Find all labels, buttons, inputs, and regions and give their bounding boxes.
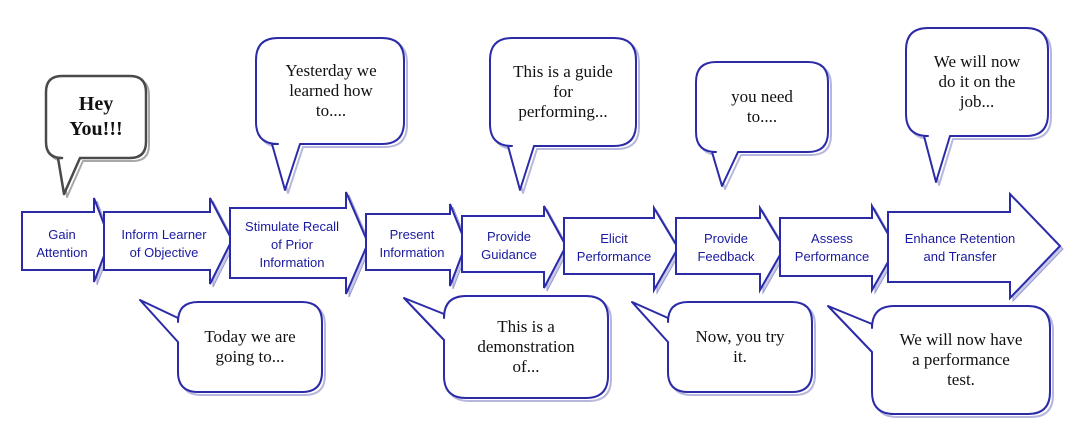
speech-bubble-hey-you (44, 74, 150, 198)
step-label-stimulate-recall: Stimulate Recall of Prior Information (245, 219, 339, 270)
step-arrow-elicit-performance (563, 204, 682, 295)
bubble-text-you-need: you need to.... (731, 87, 793, 126)
bubbles-layer (44, 27, 1054, 418)
step-arrow-outline (103, 197, 234, 285)
step-arrow-outline (365, 203, 468, 287)
step-label-provide-feedback: Provide Feedback (697, 231, 755, 264)
step-arrow-outline (461, 205, 568, 289)
speech-bubble-yesterday (255, 37, 408, 194)
step-arrow-outline (675, 204, 786, 294)
step-arrow-inform-learner (103, 197, 236, 288)
speech-bubble-outline (905, 27, 1049, 183)
arrows-layer (21, 191, 1064, 303)
step-label-provide-guidance: Provide Guidance (481, 229, 537, 262)
bubble-text-try-it: Now, you try it. (695, 327, 785, 366)
bubble-text-demonstration: This is a demonstration of... (477, 317, 575, 376)
step-arrow-outline (563, 204, 680, 294)
step-label-elicit-performance: Elicit Performance (576, 231, 652, 264)
step-label-present-information: Present Information (379, 227, 445, 260)
speech-bubble-outline (631, 301, 813, 393)
speech-bubble-outline (139, 299, 323, 393)
speech-bubble-try-it (631, 301, 816, 396)
speech-bubble-demonstration (403, 295, 612, 402)
bubble-text-performance-test: We will now have a performance test. (899, 330, 1023, 389)
speech-bubble-outline (695, 61, 829, 187)
speech-bubble-outline (44, 74, 148, 196)
speech-bubble-outline (489, 37, 637, 191)
bubble-text-hey-you: Hey You!!! (69, 93, 123, 140)
speech-bubble-guide (489, 37, 640, 194)
speech-bubble-outline (827, 305, 1051, 415)
speech-bubble-outline (403, 295, 609, 399)
speech-bubble-outline (255, 37, 405, 191)
step-arrow-stimulate-recall (229, 191, 372, 298)
bubble-text-guide: This is a guide for performing... (513, 62, 613, 121)
step-label-inform-learner: Inform Learner of Objective (121, 227, 207, 260)
speech-bubble-you-need (695, 61, 832, 190)
speech-bubble-on-the-job (905, 27, 1052, 186)
step-label-enhance-retention: Enhance Retention and Transfer (904, 231, 1016, 264)
step-arrow-enhance-retention (887, 191, 1064, 303)
step-arrow-outline (887, 191, 1062, 301)
bubble-text-today: Today we are going to... (204, 327, 296, 366)
bubble-text-on-the-job: We will now do it on the job... (933, 52, 1021, 111)
step-label-assess-performance: Assess Performance (794, 231, 870, 264)
step-arrow-provide-guidance (461, 205, 570, 292)
step-label-gain-attention: Gain Attention (36, 227, 88, 260)
speech-bubble-today (139, 299, 326, 396)
step-arrow-outline (779, 202, 898, 294)
step-arrow-outline (21, 197, 112, 283)
bubble-text-yesterday: Yesterday we learned how to.... (285, 61, 377, 120)
step-arrow-provide-feedback (675, 204, 788, 295)
speech-bubble-performance-test (827, 305, 1054, 418)
step-arrow-outline (229, 191, 370, 295)
step-arrow-gain-attention (21, 197, 114, 286)
